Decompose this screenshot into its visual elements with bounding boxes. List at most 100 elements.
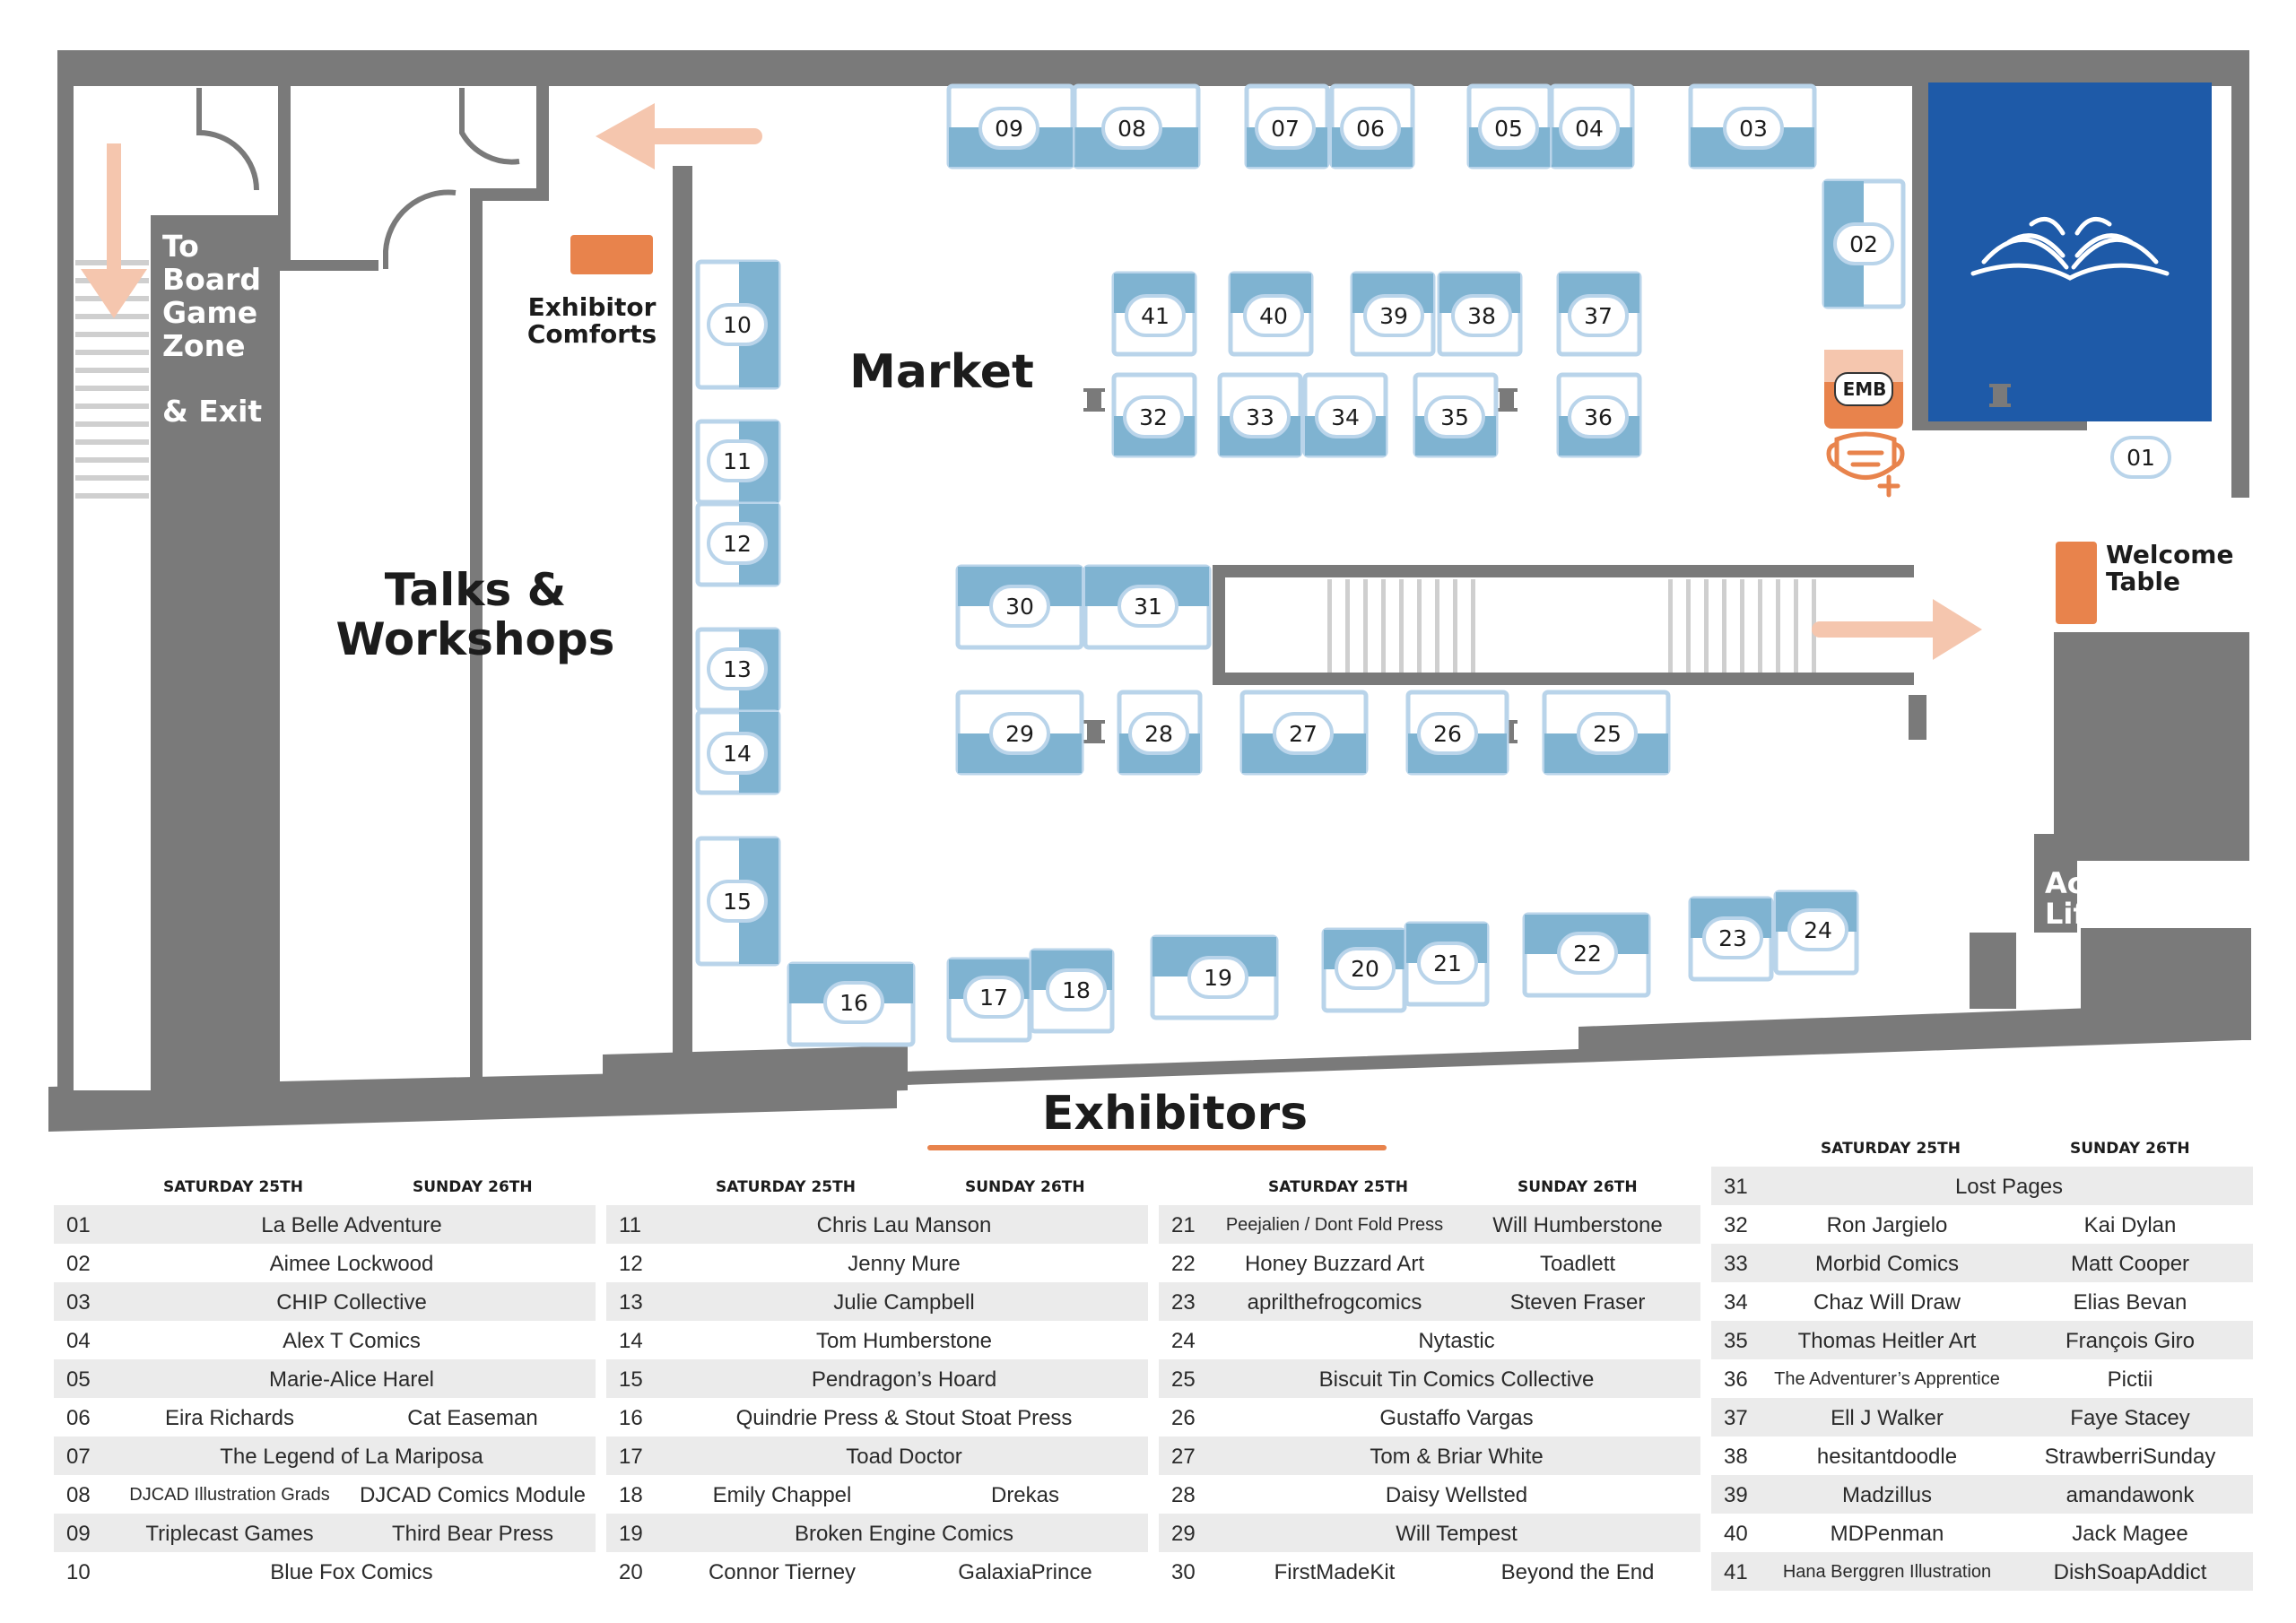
table-number-badge: [1833, 222, 1894, 265]
table-39: 39: [1350, 271, 1436, 357]
table-07: 07: [1244, 83, 1330, 169]
table-number-badge: [1340, 107, 1401, 150]
exhibitor-sunday: Matt Cooper: [2070, 1252, 2190, 1276]
table-03: 03: [1688, 83, 1817, 169]
table-number-badge: [1118, 585, 1178, 628]
exhibitor-saturday: Triplecast Games: [145, 1522, 314, 1546]
table-number-cell: 33: [1724, 1252, 1748, 1276]
table-number: 38: [1467, 303, 1496, 329]
saturday-header: SATURDAY 25TH: [716, 1178, 856, 1196]
exhibitor-both-days: Tom Humberstone: [815, 1329, 993, 1353]
exhibitor-saturday: Peejalien / Dont Fold Press: [1225, 1215, 1444, 1235]
exhibitor-both-days: Lost Pages: [1954, 1175, 2064, 1199]
exhibitor-comforts-marker: [570, 235, 653, 274]
table-number-badge: [707, 522, 768, 565]
direction-arrow-icon: [1812, 599, 1982, 660]
table-number-badge: [989, 712, 1050, 755]
table-18: 18: [1029, 948, 1115, 1034]
table-number-badge: [1230, 395, 1291, 438]
table-number-badge: [707, 647, 768, 690]
exhibitor-both-days: Aimee Lockwood: [269, 1252, 434, 1276]
table-35: 35: [1413, 372, 1499, 458]
table-number-badge: [1568, 294, 1629, 337]
table-number-badge: [1557, 932, 1618, 975]
table-number-cell: 27: [1171, 1445, 1196, 1469]
table-number: 25: [1593, 721, 1622, 747]
table-number-badge: [1187, 956, 1248, 999]
exhibitor-sunday: StrawberriSunday: [2044, 1445, 2216, 1469]
board-game-label-line: Game: [162, 295, 257, 330]
table-number-badge: [1273, 712, 1334, 755]
board-game-corridor: [74, 86, 280, 1094]
table-number: 17: [979, 985, 1008, 1011]
table-number: 19: [1204, 965, 1232, 991]
table-number-badge: [707, 303, 768, 346]
table-number-cell: 39: [1724, 1483, 1748, 1507]
sunday-header: SUNDAY 26TH: [965, 1178, 1085, 1196]
exhibitor-saturday: Ron Jargielo: [1826, 1213, 1948, 1237]
table-number-cell: 34: [1724, 1290, 1748, 1315]
exit-label: & Exit: [162, 394, 262, 429]
table-number-badge: [1702, 916, 1763, 959]
exhibitor-saturday: DJCAD Illustration Grads: [129, 1485, 330, 1505]
table-number-badge: [707, 880, 768, 923]
table-number: 09: [995, 116, 1023, 142]
table-number-badge: [1577, 712, 1638, 755]
table-number-cell: 17: [619, 1445, 643, 1469]
table-number-badge: [1123, 395, 1184, 438]
table-30: 30: [955, 564, 1084, 650]
saturday-header: SATURDAY 25TH: [1268, 1178, 1408, 1196]
exhibitor-sunday: DJCAD Comics Module: [359, 1483, 587, 1507]
exhibitor-sunday: Steven Fraser: [1509, 1290, 1646, 1315]
table-04: 04: [1549, 83, 1635, 169]
table-16: 16: [787, 961, 916, 1047]
exhibitor-both-days: Marie-Alice Harel: [268, 1367, 435, 1392]
table-23: 23: [1688, 896, 1774, 982]
table-08: 08: [1072, 83, 1201, 169]
table-number-badge: [1243, 294, 1304, 337]
table-row: 31 Lost Pages: [1711, 1167, 2253, 1205]
exhibitor-sunday: Pictii: [2107, 1367, 2153, 1392]
table-34: 34: [1302, 372, 1388, 458]
exhibitor-sunday: François Giro: [2065, 1329, 2196, 1353]
table-number-badge: [1417, 712, 1478, 755]
exhibitor-sunday: DishSoapAddict: [2053, 1560, 2207, 1584]
table-02: 02: [1822, 178, 1906, 309]
table-number: 32: [1139, 404, 1168, 430]
table-number-badge: [1478, 107, 1539, 150]
emb-station: [1824, 350, 1903, 429]
table-number: 31: [1134, 594, 1162, 620]
table-number-cell: 31: [1724, 1175, 1748, 1199]
exhibitor-both-days: The Legend of La Mariposa: [220, 1445, 483, 1469]
table-number-cell: 19: [619, 1522, 643, 1546]
exhibitor-saturday: Eira Richards: [164, 1406, 295, 1430]
table-number-cell: 22: [1171, 1252, 1196, 1276]
table-number-cell: 12: [619, 1252, 643, 1276]
table-number: 37: [1584, 303, 1613, 329]
table-number-cell: 11: [619, 1213, 641, 1237]
table-number: 35: [1440, 404, 1469, 430]
open-book-logo-icon: [1970, 216, 2170, 281]
table-header: SATURDAY 25TH SUNDAY 26TH: [606, 1166, 1148, 1205]
exhibitor-both-days: Quindrie Press & Stout Stoat Press: [735, 1406, 1073, 1430]
door-swing-icon: [459, 88, 520, 165]
table-number-cell: 40: [1724, 1522, 1748, 1546]
